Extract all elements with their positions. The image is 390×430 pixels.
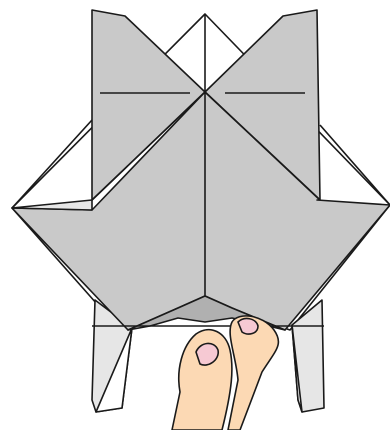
left-hand-finger-icon (172, 330, 232, 430)
main-gray-body (12, 92, 390, 330)
right-hand-finger-icon (228, 316, 278, 430)
